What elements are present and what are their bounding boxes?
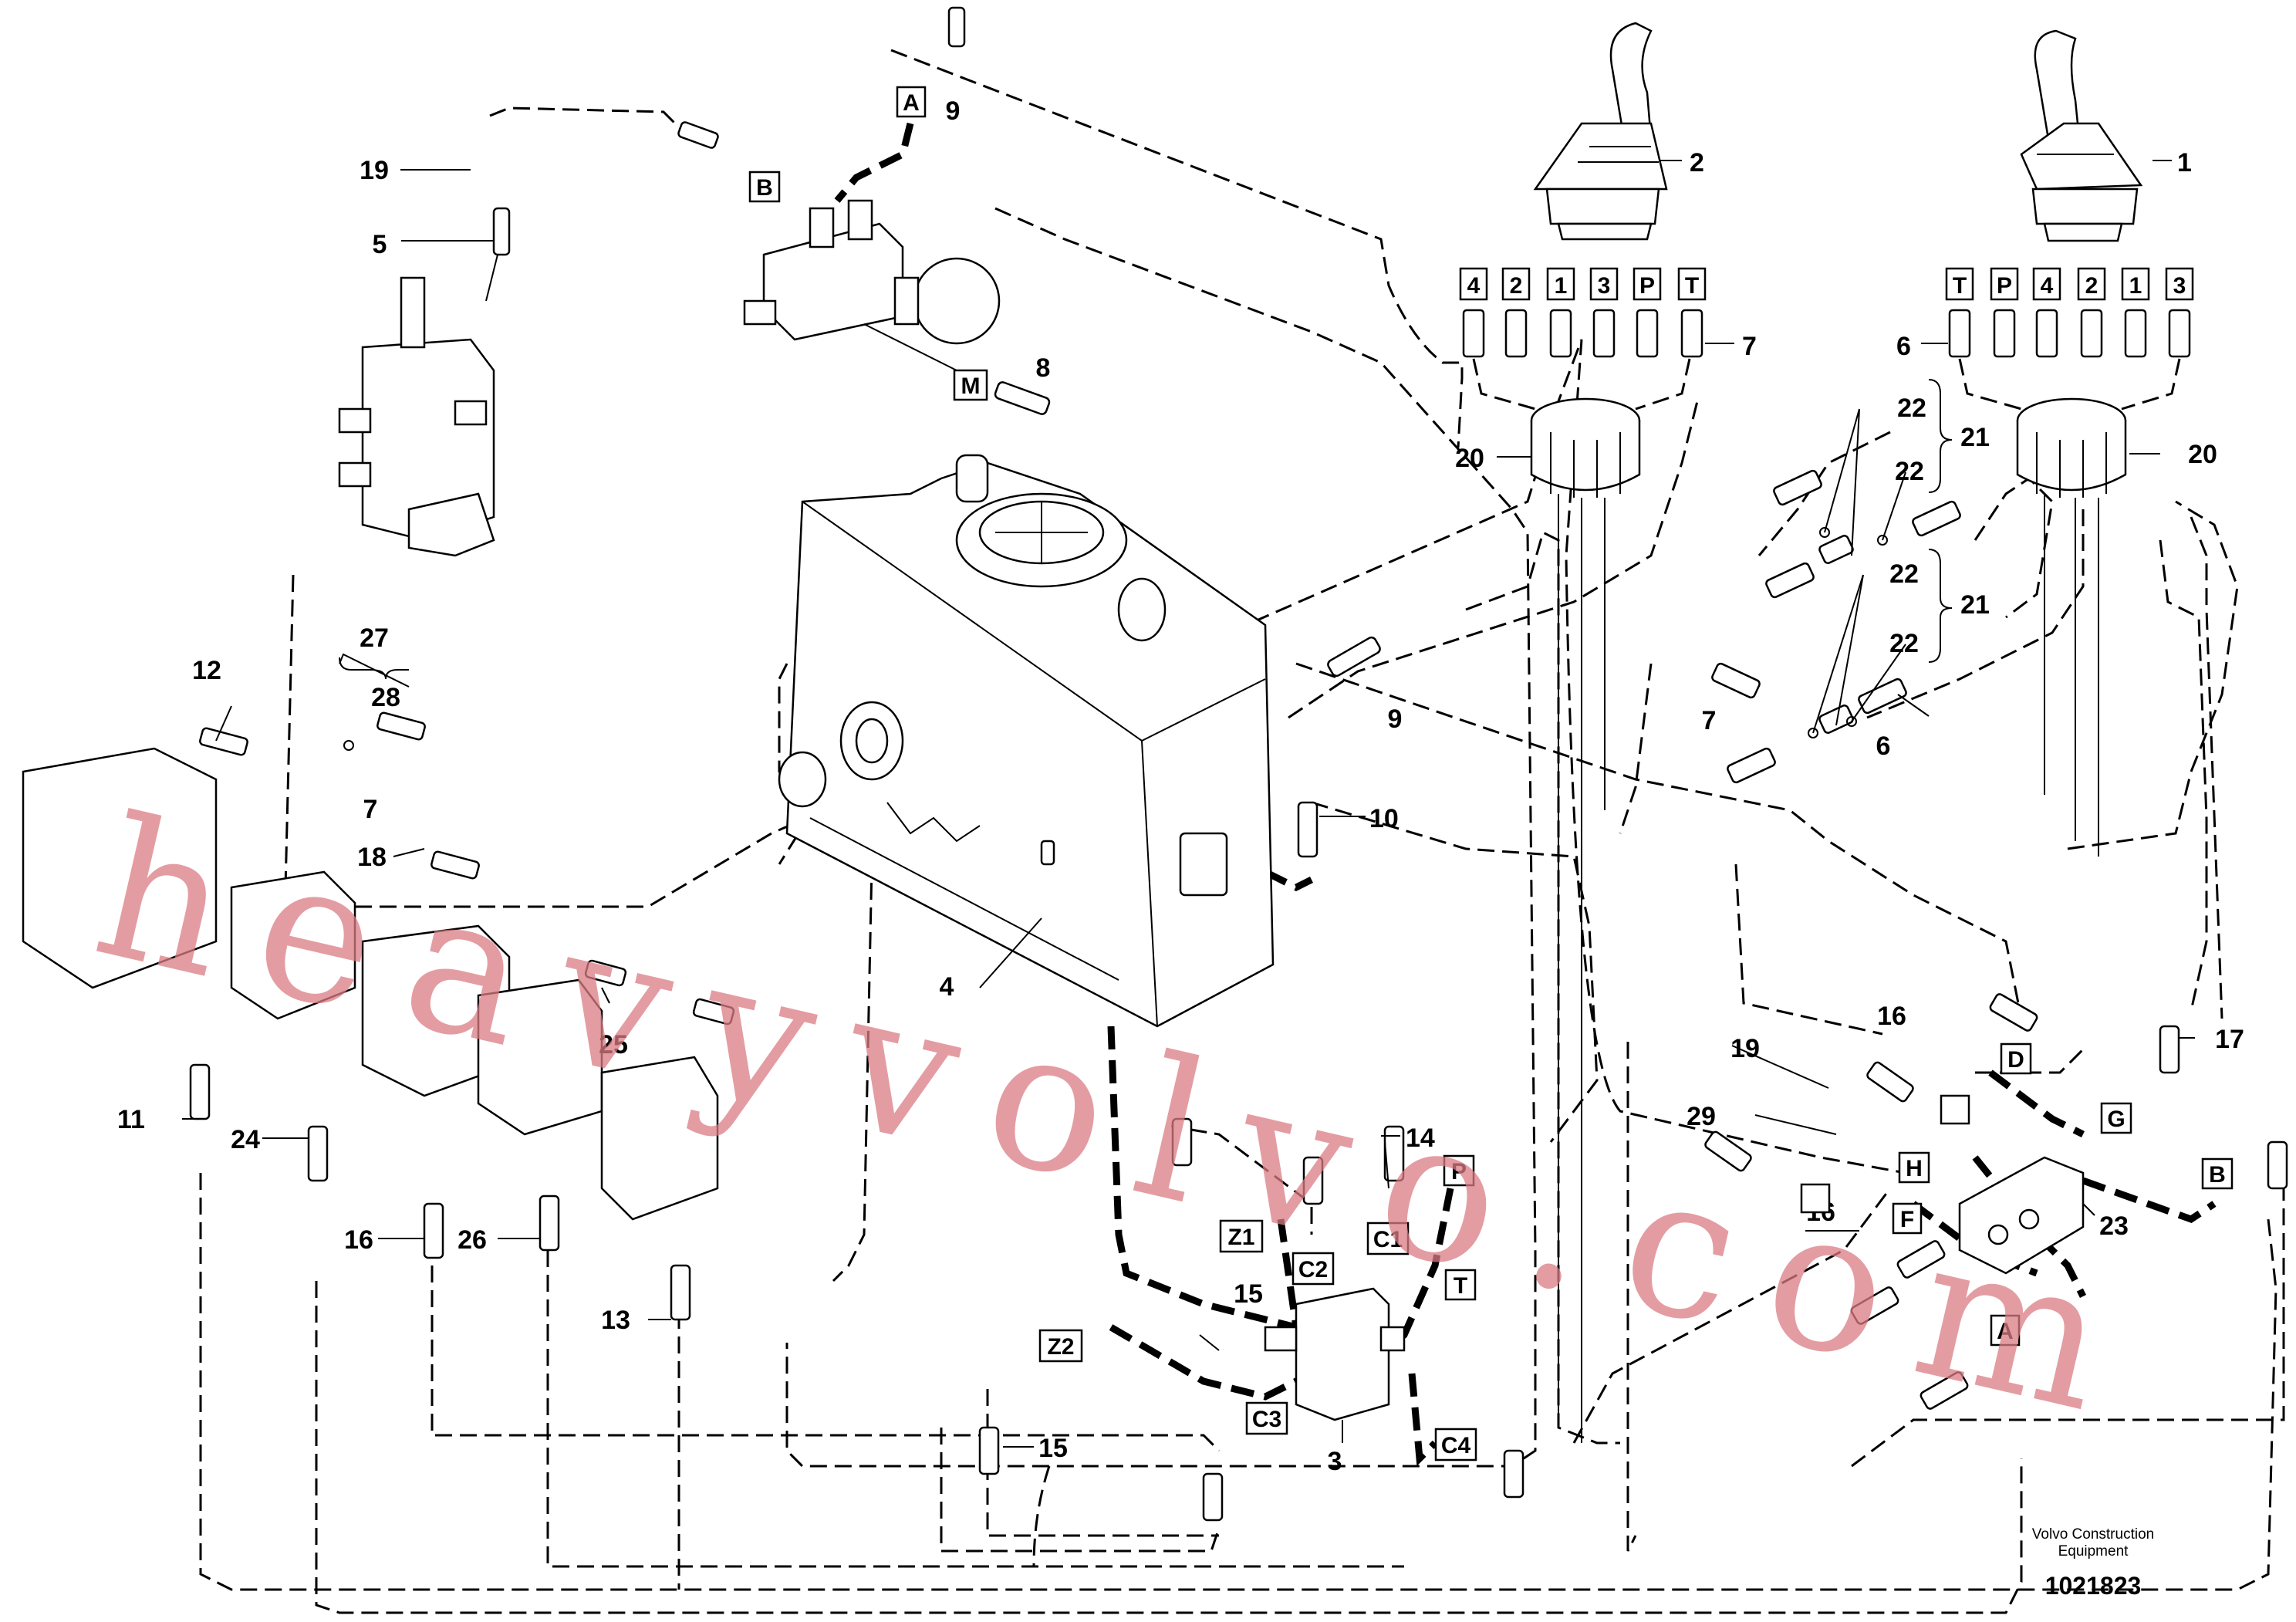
callout-7c: 7 — [363, 795, 378, 824]
tag-port-M: M — [961, 373, 981, 399]
callout-14: 14 — [1406, 1124, 1435, 1153]
callout-22a: 22 — [1897, 394, 1926, 423]
credit-line-2: Equipment — [2058, 1543, 2129, 1559]
tag-port-C4: C4 — [1441, 1433, 1471, 1458]
callout-16c: 16 — [344, 1225, 373, 1255]
port-tags: A B M A B D G H F P T C1 C2 C3 C4 Z1 Z2 — [748, 86, 2234, 1461]
callout-15b: 15 — [1038, 1434, 1068, 1463]
callout-23: 23 — [2099, 1211, 2129, 1241]
callout-16a: 16 — [1877, 1002, 1906, 1031]
main-control-valve — [22, 747, 719, 1221]
callout-5: 5 — [373, 230, 387, 259]
tag-left-5: P — [1639, 273, 1655, 299]
tag-right-5: 1 — [2129, 273, 2142, 299]
tag-left-6: T — [1685, 273, 1699, 299]
tag-right-3: 4 — [2041, 273, 2054, 299]
tag-left-1: 4 — [1467, 273, 1481, 299]
tag-right-1: T — [1953, 273, 1967, 299]
callout-20a: 20 — [1455, 444, 1484, 473]
tag-port-T: T — [1454, 1273, 1467, 1299]
control-left-tags: 4 2 1 3 P T — [1459, 267, 1707, 301]
hose-bundle-lines — [1472, 358, 2181, 1443]
callout-6a: 6 — [1896, 332, 1911, 361]
document-number: 1021823 — [2045, 1572, 2142, 1600]
callout-17: 17 — [2215, 1025, 2244, 1054]
callout-21a: 21 — [1960, 423, 1990, 452]
tag-port-Z1: Z1 — [1227, 1225, 1254, 1250]
callout-20b: 20 — [2188, 440, 2217, 469]
callout-9b: 9 — [1388, 705, 1403, 734]
footer: Volvo Construction Equipment 1021823 — [2032, 1526, 2154, 1600]
callout-15a: 15 — [1234, 1279, 1263, 1309]
tag-port-C2: C2 — [1298, 1257, 1328, 1282]
tag-port-D: D — [2007, 1047, 2024, 1073]
joystick-fittings — [1462, 309, 2191, 358]
leader — [2082, 1203, 2095, 1216]
pilot-valve-assembly — [338, 276, 495, 557]
tag-left-3: 1 — [1555, 273, 1568, 299]
tag-port-B-right: B — [2209, 1162, 2226, 1188]
valve-block-23 — [1958, 1156, 2085, 1275]
tag-left-4: 3 — [1598, 273, 1611, 299]
callout-26: 26 — [458, 1225, 487, 1255]
callout-19b: 19 — [1730, 1034, 1760, 1063]
callout-18: 18 — [357, 843, 387, 872]
callout-2: 2 — [1690, 148, 1704, 177]
tag-port-G: G — [2107, 1107, 2125, 1132]
callout-13: 13 — [601, 1306, 630, 1335]
callout-25: 25 — [599, 1030, 628, 1059]
callout-27: 27 — [360, 623, 389, 653]
callout-12: 12 — [192, 656, 221, 685]
tag-right-6: 3 — [2173, 273, 2186, 299]
callout-29: 29 — [1687, 1102, 1716, 1131]
callout-22b: 22 — [1895, 457, 1924, 486]
o-rings — [343, 527, 1888, 751]
callout-1: 1 — [2177, 148, 2192, 177]
callout-7a: 7 — [1742, 332, 1757, 361]
callout-24: 24 — [231, 1125, 260, 1154]
tag-port-H: H — [1906, 1156, 1923, 1181]
tag-right-4: 2 — [2085, 273, 2098, 299]
credit-line-1: Volvo Construction — [2032, 1526, 2154, 1543]
tag-port-A-bottom: A — [1997, 1319, 2014, 1344]
tag-right-2: P — [1997, 273, 2012, 299]
control-right-tags: T P 4 2 1 3 — [1945, 267, 2194, 301]
accumulator-block — [743, 199, 1001, 345]
callout-21b: 21 — [1960, 590, 1990, 620]
leader — [979, 917, 1042, 988]
callout-3: 3 — [1328, 1447, 1342, 1476]
callout-7b: 7 — [1702, 706, 1717, 735]
callout-19a: 19 — [360, 156, 389, 185]
callout-11: 11 — [117, 1105, 145, 1134]
callout-9a: 9 — [946, 96, 961, 126]
tag-left-2: 2 — [1510, 273, 1523, 299]
tag-port-C1: C1 — [1373, 1227, 1403, 1252]
callout-4: 4 — [940, 972, 954, 1002]
callout-22c: 22 — [1889, 559, 1919, 589]
tag-port-Z2: Z2 — [1047, 1334, 1074, 1360]
leader — [863, 323, 957, 371]
callout-6b: 6 — [1876, 732, 1891, 761]
tag-port-F: F — [1900, 1207, 1914, 1232]
tag-port-A-top: A — [903, 90, 920, 116]
leader-lines — [182, 169, 2195, 1448]
callout-10: 10 — [1369, 804, 1399, 833]
callout-22d: 22 — [1889, 629, 1919, 658]
hose-guard-right — [2016, 397, 2127, 498]
joystick-right — [2020, 29, 2143, 242]
braces — [339, 379, 1953, 680]
callout-8: 8 — [1036, 353, 1051, 383]
tag-port-P: P — [1451, 1159, 1467, 1184]
fittings — [189, 6, 2288, 1522]
hose-guard-left — [1530, 397, 1641, 498]
hydraulic-tank — [778, 454, 1275, 1028]
selector-valve — [1264, 1287, 1406, 1421]
tag-port-C3: C3 — [1252, 1407, 1281, 1432]
callout-28: 28 — [371, 683, 400, 712]
tag-port-B-top: B — [756, 175, 773, 201]
joystick-left — [1533, 22, 1668, 241]
